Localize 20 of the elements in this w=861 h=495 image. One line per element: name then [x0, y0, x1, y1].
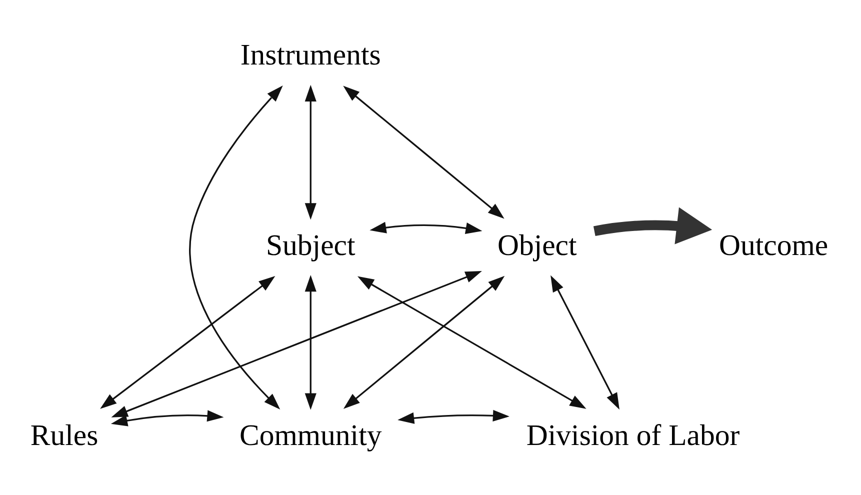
node-text: Rules	[30, 418, 98, 452]
arrow	[304, 275, 316, 410]
arrow	[304, 84, 316, 220]
arrow	[357, 276, 586, 409]
arrow	[594, 207, 712, 244]
arrow	[100, 276, 276, 409]
node-text: Object	[497, 228, 577, 262]
arrow	[550, 275, 620, 410]
arrow	[370, 222, 482, 234]
node-text: Instruments	[240, 38, 381, 72]
arrow	[189, 86, 283, 410]
node-text: Subject	[266, 228, 356, 262]
arrow	[398, 410, 510, 424]
node-text: Division of Labor	[526, 418, 740, 452]
node-text: Outcome	[719, 228, 828, 262]
arrow	[343, 276, 505, 409]
arrow	[343, 86, 504, 219]
arrow	[111, 270, 482, 418]
arrow	[110, 410, 224, 426]
node-text: Community	[240, 418, 382, 452]
